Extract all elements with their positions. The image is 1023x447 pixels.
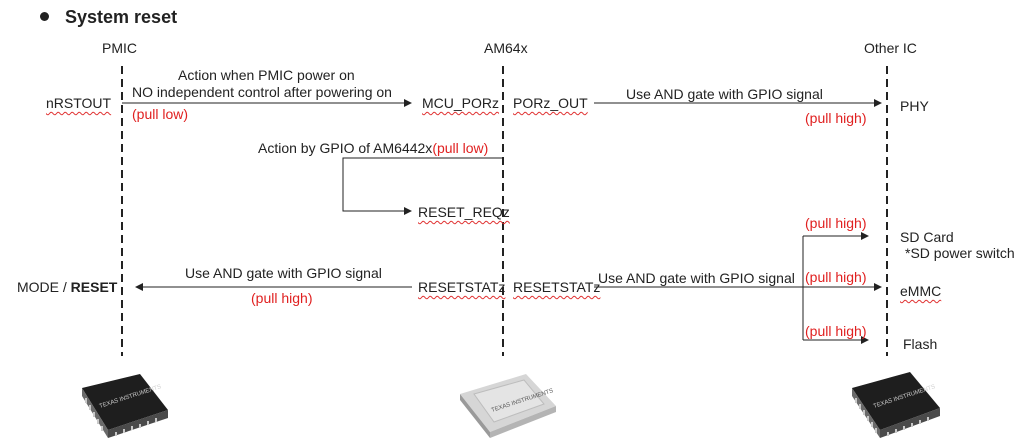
pull-low-label-1: (pull low) [132,106,189,122]
gpio-action-text: Action by GPIO of AM6442x [258,140,433,156]
pull-high-left-label: (pull high) [251,290,313,306]
mcu-porz-label: MCU_PORz [422,95,500,111]
gpio-action-label: Action by GPIO of AM6442x(pull low) [258,140,488,156]
nrstout-label: nRSTOUT [46,95,112,111]
gpio-and-left-label: Use AND gate with GPIO signal [185,265,382,281]
column-pmic: PMIC [102,40,137,56]
mode-prefix: MODE / [17,279,71,295]
pull-high-sd-label: (pull high) [805,215,867,231]
flash-label: Flash [903,336,938,352]
other-ic-chip-image: TEXAS INSTRUMENTS [852,372,940,438]
mode-reset-label: MODE / RESET [17,279,117,295]
pull-low-label-2: (pull low) [432,140,489,156]
phy-label: PHY [900,98,929,114]
reset-reqz-label: RESET_REQz [418,204,510,220]
emmc-label: eMMC [900,283,942,299]
porz-out-label: PORz_OUT [513,95,588,111]
column-other-ic: Other IC [864,40,917,56]
gpio-and-top-label: Use AND gate with GPIO signal [626,86,823,102]
pmic-chip-image: TEXAS INSTRUMENTS [82,374,168,438]
gpio-and-right-label: Use AND gate with GPIO signal [598,270,795,286]
pull-high-phy-label: (pull high) [805,110,867,126]
reset-label: RESET [70,279,118,295]
pull-high-emmc-label: (pull high) [805,269,867,285]
resetstatz-right-label: RESETSTATz [513,279,601,295]
column-am64x: AM64x [484,40,528,56]
resetstatz-left-label: RESETSTATz [418,279,506,295]
pmic-action-line1: Action when PMIC power on [178,67,355,83]
arrow-gpio-to-reset-reqz [342,157,503,215]
sd-power-switch-label: *SD power switch [905,245,1015,261]
pmic-action-line2: NO independent control after powering on [132,84,392,100]
pull-high-flash-label: (pull high) [805,323,867,339]
bullet-icon [40,11,49,21]
heading-text: System reset [65,7,178,27]
section-heading: System reset [40,6,177,28]
am64x-chip-image: TEXAS INSTRUMENTS [460,374,556,438]
sd-card-label: SD Card [900,229,954,245]
